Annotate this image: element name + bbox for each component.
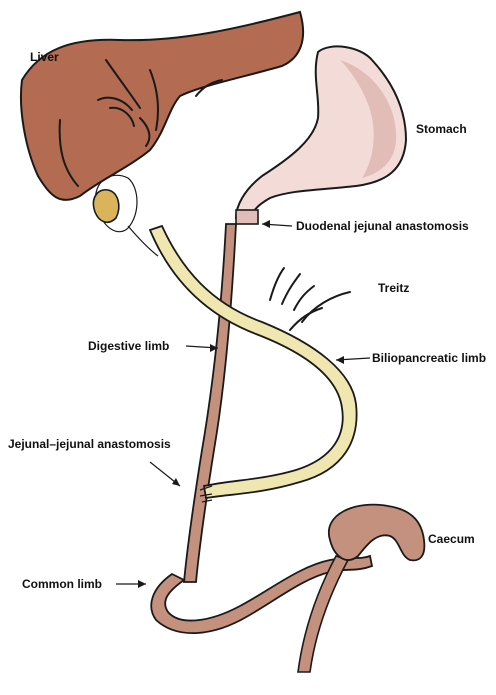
common-limb [150,554,374,635]
label-caecum: Caecum [428,532,475,546]
label-liver: Liver [30,50,59,64]
cystic-line [127,225,159,257]
treitz-ligament [269,267,351,331]
stomach-shading [340,60,397,178]
biliopancreatic-limb [148,224,358,500]
liver [19,10,305,201]
gallbladder [92,188,120,224]
label-jejunal-jejunal-anastomosis: Jejunal–jejunal anastomosis [8,437,171,451]
jj-anastomosis-stitches [199,485,213,503]
terminal-ileum [297,555,350,673]
liver-texture [58,59,223,187]
duodenal-stump [235,209,259,225]
caecum [327,503,426,562]
label-stomach: Stomach [416,122,467,136]
arrowheads [138,220,344,588]
label-digestive-limb: Digestive limb [88,339,169,353]
label-duodenal-jejunal-anastomosis: Duodenal jejunal anastomosis [296,219,469,233]
label-biliopancreatic-limb: Biliopancreatic limb [372,351,486,365]
label-treitz: Treitz [378,281,409,295]
label-common-limb: Common limb [22,577,102,591]
